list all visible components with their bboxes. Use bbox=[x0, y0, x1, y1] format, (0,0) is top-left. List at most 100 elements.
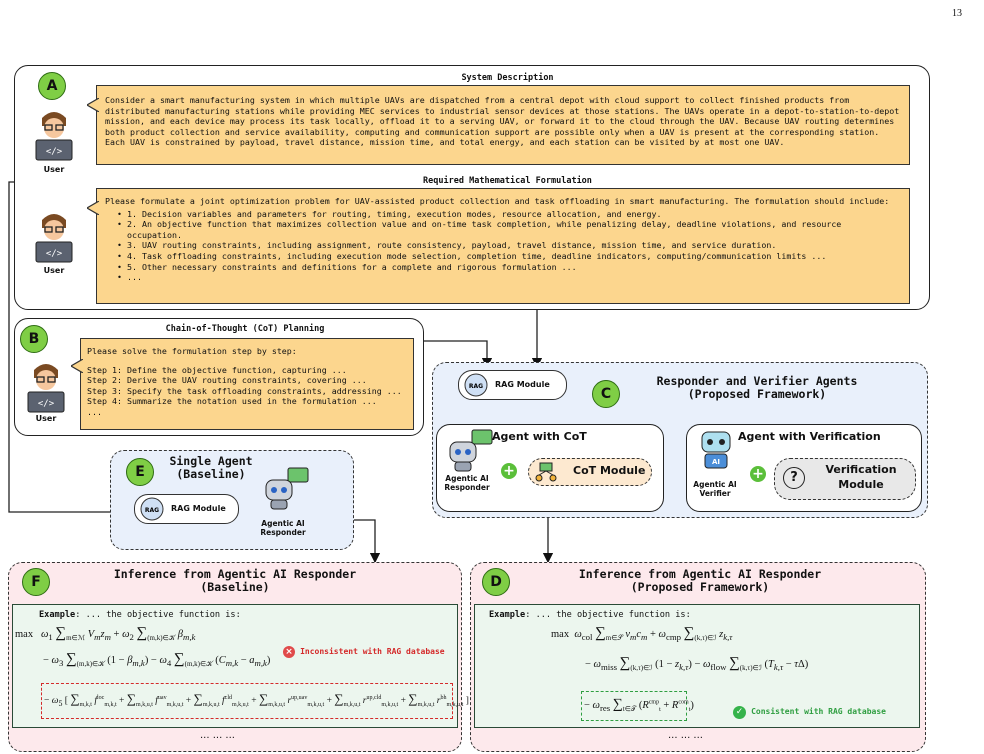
example-text: : ... the objective function is: bbox=[525, 610, 691, 620]
robot-responder-icon bbox=[265, 467, 309, 510]
equation-line-1: max ωcol ∑m∈𝒮 vmcm + ωcmp ∑(k,τ)∈ℐ zk,τ bbox=[551, 625, 733, 643]
cot-step: Step 4: Summarize the notation used in t… bbox=[87, 396, 377, 407]
panel-e-title-line1: Single Agent bbox=[169, 454, 253, 468]
consistent-label: Consistent with RAG database bbox=[751, 707, 886, 716]
required-formulation-list: 1. Decision variables and parameters for… bbox=[97, 209, 909, 283]
inconsistent-term-box: − ω5 [ ∑m,k,t flocm,k,t + ∑m,k,u,t fuavm… bbox=[41, 683, 469, 719]
system-description-text: Consider a smart manufacturing system in… bbox=[105, 95, 900, 148]
inconsistent-label: Inconsistent with RAG database bbox=[300, 647, 445, 656]
user-avatar: </> bbox=[28, 210, 80, 266]
cot-planning-title: Chain-of-Thought (CoT) Planning bbox=[165, 324, 325, 334]
required-formulation-intro: Please formulate a joint optimization pr… bbox=[105, 196, 890, 206]
equation-line-3: − ωres ∑t∈𝒯 (Rcmpt + Rcomt) bbox=[584, 697, 694, 714]
example-label: Example bbox=[489, 610, 526, 620]
responder-label: Agentic AI Responder bbox=[260, 519, 306, 537]
panel-e-title: Single Agent (Baseline) bbox=[156, 455, 266, 481]
robot-responder-icon bbox=[449, 429, 493, 472]
panel-c-letter: C bbox=[592, 380, 620, 408]
ellipsis: ... ... ... bbox=[668, 730, 703, 741]
list-item: 3. UAV routing constraints, including as… bbox=[117, 240, 901, 251]
agent-with-cot-title: Agent with CoT bbox=[492, 430, 587, 443]
cot-step: Step 1: Define the objective function, c… bbox=[87, 364, 347, 375]
error-badge: × Inconsistent with RAG database bbox=[283, 639, 445, 658]
verifier-label: Agentic AI Verifier bbox=[693, 480, 737, 498]
agent-with-verification-title: Agent with Verification bbox=[738, 430, 881, 443]
equation-line-2: − ω3 ∑(m,k)∈𝒦 (1 − βm,k) − ω4 ∑(m,k)∈𝒦 (… bbox=[43, 651, 271, 669]
cot-planning-intro: Please solve the formulation step by ste… bbox=[87, 346, 297, 356]
rag-module-label: RAG Module bbox=[171, 504, 226, 513]
verification-module-label: Verification Module bbox=[825, 463, 897, 491]
list-item: 4. Task offloading constraints, includin… bbox=[117, 251, 901, 262]
panel-c-title-line2: (Proposed Framework) bbox=[687, 387, 827, 401]
rag-module: RAG RAG Module bbox=[134, 494, 239, 524]
user-icon: </> bbox=[35, 112, 73, 161]
panel-f-title: Inference from Agentic AI Responder (Bas… bbox=[80, 568, 390, 594]
error-icon: × bbox=[283, 646, 295, 658]
example-text: : ... the objective function is: bbox=[75, 610, 241, 620]
svg-text:</>: </> bbox=[38, 399, 55, 409]
example-line: Example: ... the objective function is: bbox=[39, 610, 241, 620]
responder-label: Agentic AI Responder bbox=[444, 474, 490, 492]
panel-f-title-line1: Inference from Agentic AI Responder bbox=[113, 567, 357, 581]
rag-icon: RAG bbox=[140, 497, 164, 521]
rag-icon: RAG bbox=[464, 373, 488, 397]
rag-icon-text: RAG bbox=[145, 507, 159, 514]
panel-c-title-line1: Responder and Verifier Agents bbox=[656, 374, 858, 388]
rag-module-label: RAG Module bbox=[495, 380, 550, 389]
question-icon: ? bbox=[783, 467, 805, 489]
panel-d-letter: D bbox=[482, 568, 510, 596]
panel-d-title: Inference from Agentic AI Responder (Pro… bbox=[545, 568, 855, 594]
user-icon: </> bbox=[35, 214, 73, 263]
robot-verifier-icon: AI bbox=[701, 431, 731, 469]
system-description-title: System Description bbox=[461, 73, 554, 83]
user-icon: </> bbox=[27, 364, 65, 413]
user-avatar: </> bbox=[20, 360, 72, 416]
list-item: 5. Other necessary constraints and defin… bbox=[117, 262, 901, 273]
ok-badge: ✓ Consistent with RAG database bbox=[733, 699, 886, 719]
svg-text:</>: </> bbox=[46, 249, 63, 259]
equation-line-3: − ω5 [ ∑m,k,t flocm,k,t + ∑m,k,u,t fuavm… bbox=[44, 691, 469, 708]
equation-line-1: max ω1 ∑m∈ℳ Vmzm + ω2 ∑(m,k)∈𝒦 βm,k bbox=[15, 625, 196, 643]
rag-icon-text: RAG bbox=[469, 383, 483, 390]
panel-b-letter: B bbox=[20, 325, 48, 353]
flowchart-icon bbox=[535, 462, 557, 482]
panel-d-title-line1: Inference from Agentic AI Responder bbox=[578, 567, 822, 581]
page-number: 13 bbox=[952, 8, 962, 19]
example-label: Example bbox=[39, 610, 76, 620]
panel-e-title-line2: (Baseline) bbox=[176, 467, 246, 481]
user-avatar: </> bbox=[28, 108, 80, 164]
verification-module: ? Verification Module bbox=[774, 458, 916, 500]
consistent-term-box: − ωres ∑t∈𝒯 (Rcmpt + Rcomt) bbox=[581, 691, 694, 721]
cot-planning-bubble: Please solve the formulation step by ste… bbox=[71, 338, 414, 430]
ai-badge: AI bbox=[712, 458, 720, 466]
ellipsis: ... ... ... bbox=[200, 730, 235, 741]
panel-f-letter: F bbox=[22, 568, 50, 596]
list-item: 2. An objective function that maximizes … bbox=[117, 219, 901, 240]
proposed-inference-box: Example: ... the objective function is: … bbox=[474, 604, 920, 728]
svg-text:</>: </> bbox=[46, 147, 63, 157]
panel-e-letter: E bbox=[126, 458, 154, 486]
cot-step: Step 2: Derive the UAV routing constrain… bbox=[87, 375, 367, 386]
panel-f-title-line2: (Baseline) bbox=[200, 580, 270, 594]
check-icon: ✓ bbox=[733, 706, 746, 719]
panel-d-title-line2: (Proposed Framework) bbox=[630, 580, 770, 594]
user-label: User bbox=[43, 266, 65, 275]
cot-module: CoT Module bbox=[528, 458, 652, 486]
cot-step: ... bbox=[87, 406, 102, 417]
cot-step: Step 3: Specify the task offloading cons… bbox=[87, 385, 402, 396]
list-item: 1. Decision variables and parameters for… bbox=[117, 209, 901, 220]
system-description-bubble: Consider a smart manufacturing system in… bbox=[87, 85, 910, 165]
rag-module: RAG RAG Module bbox=[458, 370, 567, 400]
cot-module-label: CoT Module bbox=[573, 464, 646, 477]
baseline-inference-box: Example: ... the objective function is: … bbox=[12, 604, 469, 728]
equation-line-2: − ωmiss ∑(k,τ)∈ℐ (1 − zk,τ) − ωflow ∑(k,… bbox=[585, 655, 809, 673]
user-label: User bbox=[35, 414, 57, 423]
list-item: ... bbox=[117, 272, 901, 283]
plus-icon: + bbox=[501, 463, 517, 479]
panel-c-title: Responder and Verifier Agents (Proposed … bbox=[622, 375, 892, 401]
panel-a-letter: A bbox=[38, 72, 66, 100]
required-formulation-title: Required Mathematical Formulation bbox=[423, 176, 592, 186]
required-formulation-bubble: Please formulate a joint optimization pr… bbox=[87, 188, 910, 304]
plus-icon: + bbox=[750, 466, 766, 482]
example-line: Example: ... the objective function is: bbox=[489, 610, 691, 620]
